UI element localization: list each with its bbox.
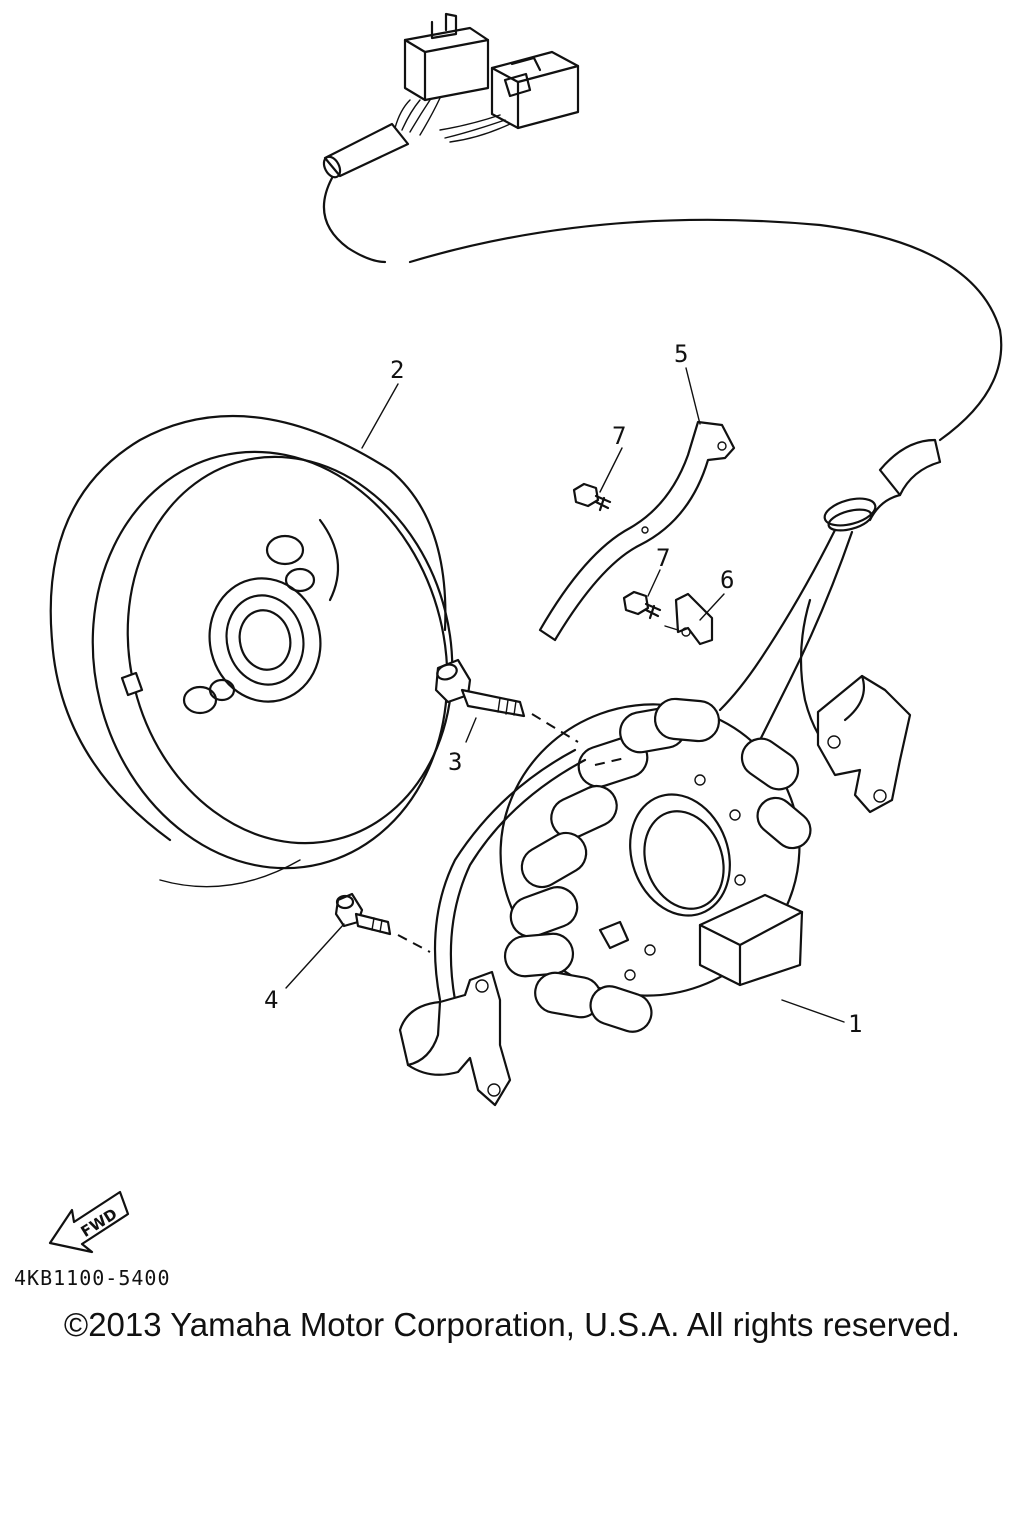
copyright-notice: ©2013 Yamaha Motor Corporation, U.S.A. A… [63, 1306, 961, 1343]
bracket-part-5 [538, 420, 736, 642]
callout-part-2: 2 [390, 356, 404, 384]
bolt-part-7-lower [622, 590, 662, 620]
pickup-coil-lower [398, 970, 512, 1107]
callout-part-1: 1 [848, 1010, 862, 1038]
callout-part-3: 3 [448, 748, 462, 776]
leader-lines [285, 367, 845, 1023]
callout-part-7-upper: 7 [612, 422, 626, 450]
callout-part-6: 6 [720, 566, 734, 594]
screw-part-4 [334, 892, 431, 953]
callout-part-5: 5 [674, 340, 688, 368]
bolt-part-7-upper [572, 482, 612, 512]
bolt-part-3 [434, 658, 579, 743]
callout-part-4: 4 [264, 986, 278, 1014]
pickup-coil-right [816, 674, 912, 814]
stator-part-1 [433, 697, 812, 1033]
rotor-flywheel [49, 414, 454, 888]
clamp-part-6 [664, 592, 714, 646]
wire-harness [322, 12, 1003, 762]
diagram-code: 4KB1100-5400 [14, 1266, 171, 1290]
forward-arrow-icon: FWD [48, 1190, 130, 1254]
callout-part-7-lower: 7 [656, 544, 670, 572]
